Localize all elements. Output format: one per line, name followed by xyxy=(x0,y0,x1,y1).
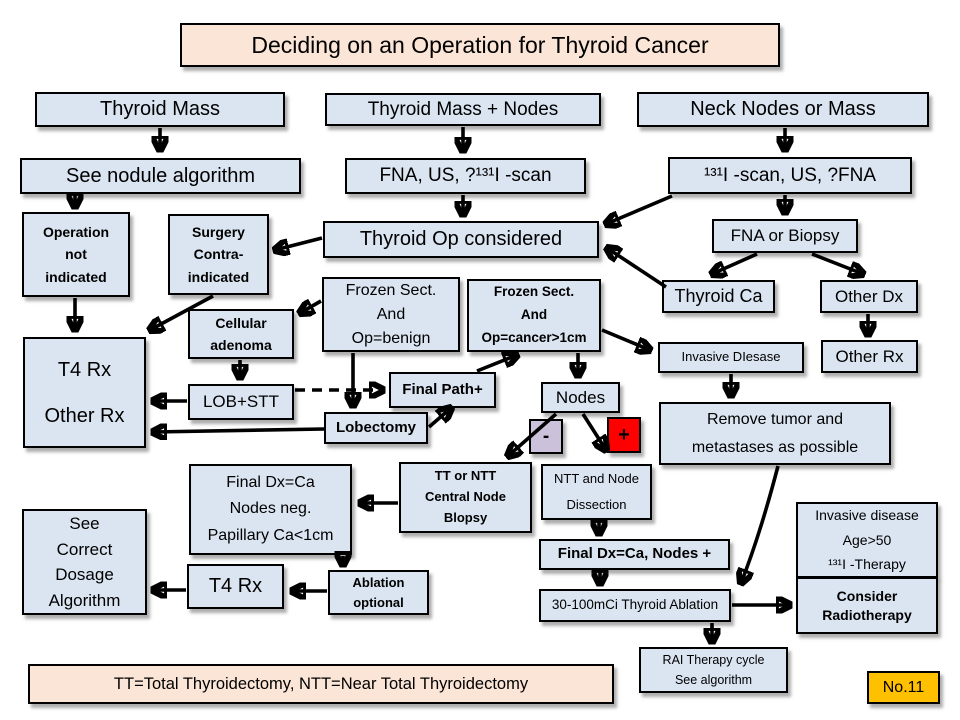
node-consider-radiotherapy: Consider Radiotherapy xyxy=(796,577,938,634)
node-fna-us-scan: FNA, US, ?¹³¹I -scan xyxy=(345,158,586,194)
connector-arrow xyxy=(153,429,325,432)
node-frozen-sect-benign: Frozen Sect. And Op=benign xyxy=(322,277,460,352)
node-thyroid-mass: Thyroid Mass xyxy=(35,92,285,127)
node-invasive-disease: Invasive DIesase xyxy=(658,342,804,373)
node-ntt-node-dissection: NTT and Node Dissection xyxy=(541,464,652,520)
connector-arrow xyxy=(275,236,323,250)
node-positive-marker: + xyxy=(607,417,641,453)
connector-arrow xyxy=(811,252,863,274)
node-final-dx-nodes-pos: Final Dx=Ca, Nodes + xyxy=(539,539,730,570)
node-see-correct-dosage: See Correct Dosage Algorithm xyxy=(22,509,147,615)
node-scan-us-fna: ¹³¹I -scan, US, ?FNA xyxy=(668,157,912,194)
legend: TT=Total Thyroidectomy, NTT=Near Total T… xyxy=(28,664,614,704)
node-thyroid-ca: Thyroid Ca xyxy=(662,280,775,313)
connector-arrow xyxy=(607,248,667,289)
connector-arrow xyxy=(741,465,780,583)
connector-arrow xyxy=(476,355,517,373)
connector-arrow xyxy=(300,301,322,313)
node-other-rx: Other Rx xyxy=(821,340,918,373)
node-t4-rx: T4 Rx xyxy=(187,564,284,609)
node-neck-nodes-or-mass: Neck Nodes or Mass xyxy=(637,92,929,127)
node-thyroid-ablation: 30-100mCi Thyroid Ablation xyxy=(539,589,731,622)
connector-arrow xyxy=(601,328,650,350)
node-surgery-contraindicated: Surgery Contra- indicated xyxy=(168,214,269,295)
node-nodes: Nodes xyxy=(541,382,620,413)
node-tt-or-ntt: TT or NTT Central Node Blopsy xyxy=(399,462,532,533)
node-thyroid-op-considered: Thyroid Op considered xyxy=(323,221,599,258)
node-fna-or-biopsy: FNA or Biopsy xyxy=(712,219,858,253)
node-lob-stt: LOB+STT xyxy=(188,384,294,420)
node-remove-tumor: Remove tumor and metastases as possible xyxy=(659,402,891,465)
node-operation-not-indicated: Operation not indicated xyxy=(22,212,130,297)
node-other-dx: Other Dx xyxy=(820,280,918,313)
node-see-nodule-algorithm: See nodule algorithm xyxy=(20,158,301,194)
page-number-badge: No.11 xyxy=(867,671,940,704)
connector-arrow xyxy=(712,252,758,274)
node-lobectomy: Lobectomy xyxy=(324,412,428,444)
node-final-path-positive: Final Path+ xyxy=(389,372,496,408)
node-t4-rx-other-rx: T4 Rx Other Rx xyxy=(23,337,146,448)
node-frozen-sect-cancer: Frozen Sect. And Op=cancer>1cm xyxy=(467,279,601,352)
node-thyroid-mass-nodes: Thyroid Mass + Nodes xyxy=(325,93,601,126)
node-rai-therapy-cycle: RAI Therapy cycle See algorithm xyxy=(639,647,788,693)
node-negative-marker: - xyxy=(529,419,563,454)
connector-arrow xyxy=(581,413,606,450)
page-title: Deciding on an Operation for Thyroid Can… xyxy=(180,23,780,67)
node-ablation-optional: Ablation optional xyxy=(328,570,429,615)
connector-arrow xyxy=(427,408,451,429)
node-final-dx-nodes-neg: Final Dx=Ca Nodes neg. Papillary Ca<1cm xyxy=(189,464,352,555)
node-invasive-disease-age: Invasive disease Age>50 ¹³¹I -Therapy xyxy=(796,502,938,578)
connector-arrow xyxy=(606,194,673,224)
node-cellular-adenoma: Cellular adenoma xyxy=(188,309,294,359)
